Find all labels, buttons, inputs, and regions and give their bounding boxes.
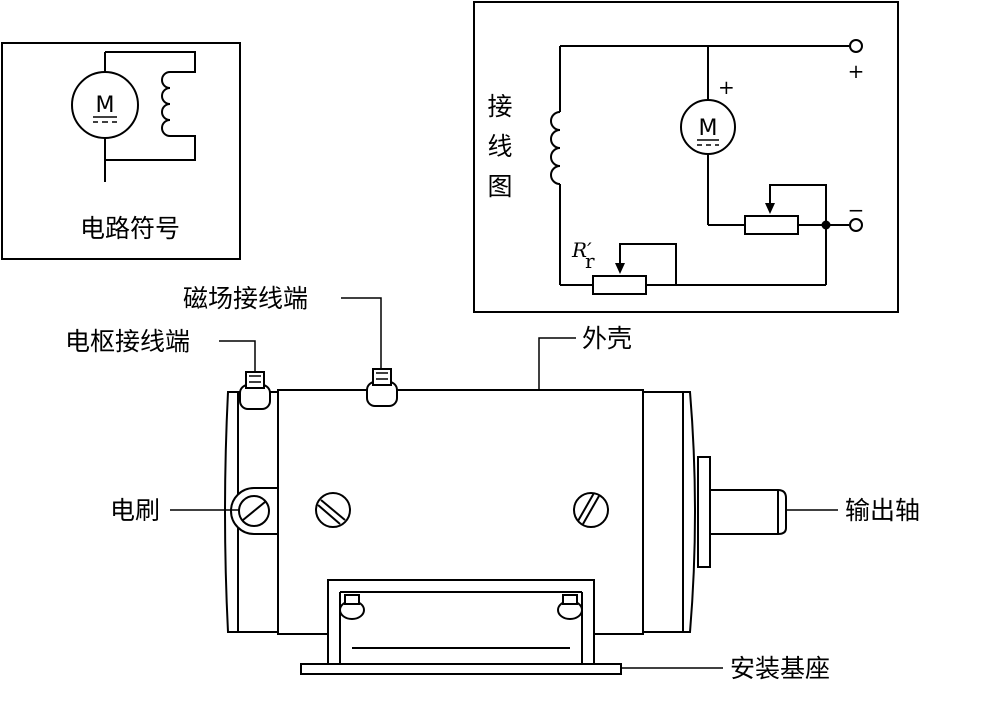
wiring-diagram-panel: 接 线 图 + + M − R′ r	[473, 1, 899, 313]
output-shaft-label: 输出轴	[845, 496, 920, 525]
positive-terminal	[849, 39, 863, 53]
wiring-motor-letter: M	[699, 116, 718, 141]
output-shaft	[709, 489, 787, 535]
armature-terminal-label: 电枢接线端	[65, 327, 190, 356]
mounting-base-label: 安装基座	[730, 654, 830, 683]
housing-leader	[538, 337, 576, 390]
negative-terminal	[849, 218, 863, 232]
front-end-cap	[642, 391, 696, 633]
mounting-base	[300, 579, 622, 675]
motor-plus-sign: +	[718, 75, 735, 99]
negative-terminal-sign: −	[848, 198, 865, 222]
housing-screw-left	[315, 492, 351, 528]
field-terminal-leader	[341, 297, 382, 369]
motor-symbol-circle	[71, 71, 139, 139]
wiring-panel-frame	[473, 1, 899, 313]
part-labels: 磁场接线端 电枢接线端 外壳 电刷 输出轴 安装基座	[65, 284, 920, 683]
base-bolt-left	[339, 594, 365, 620]
armature-rheostat	[744, 215, 799, 235]
motor-drawing	[224, 368, 787, 675]
field-terminal	[366, 368, 398, 407]
housing-screw-right	[573, 492, 609, 528]
motor-symbol-letter: M	[96, 93, 115, 118]
circuit-symbol-panel: M 电路符号	[1, 42, 241, 260]
resistor-label: R′	[571, 238, 592, 262]
symbol-caption: 电路符号	[80, 214, 180, 243]
shaft-hub	[697, 456, 711, 568]
rear-end-cap	[224, 391, 279, 633]
armature-terminal-leader	[219, 340, 256, 372]
housing-label: 外壳	[582, 324, 632, 353]
base-bolt-right	[557, 594, 583, 620]
brush-holder	[230, 487, 279, 535]
wiring-caption-1: 接	[487, 92, 512, 121]
field-coil	[550, 111, 561, 185]
field-rheostat	[592, 275, 647, 295]
resistor-label-sub: r	[585, 249, 595, 273]
wiring-caption-2: 线	[487, 132, 512, 161]
symbol-panel-frame	[1, 42, 241, 260]
field-coil-symbol	[161, 71, 171, 137]
armature-terminal	[239, 371, 271, 410]
brush-label: 电刷	[110, 496, 160, 525]
field-terminal-label: 磁场接线端	[183, 284, 308, 313]
positive-terminal-sign: +	[848, 59, 865, 83]
wiring-caption-3: 图	[487, 172, 512, 201]
